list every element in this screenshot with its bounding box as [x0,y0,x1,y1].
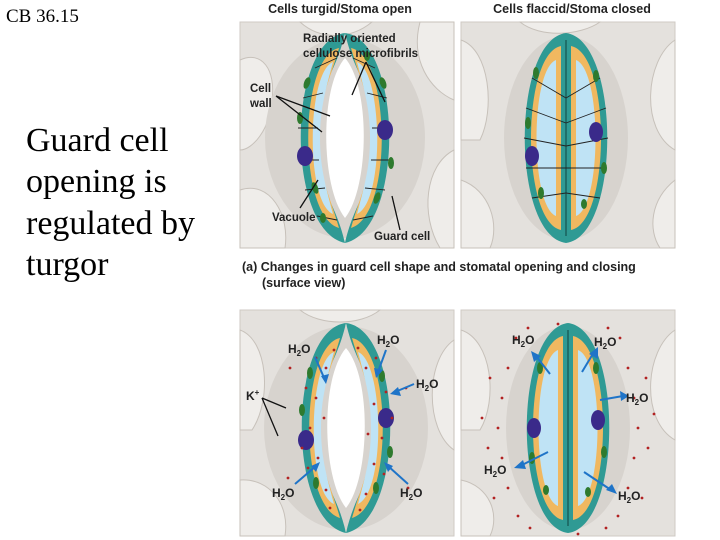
water-label: H2O [484,463,506,479]
panel-open-ions [239,309,455,537]
water-label: H2O [416,377,438,393]
svg-text:H2O: H2O [416,377,438,393]
figure-caption-line2: (surface view) [262,276,345,290]
guard-cell-pair-open [297,33,394,243]
slide-code: CB 36.15 [6,6,79,27]
water-label: H2O [272,486,294,502]
header-stoma-open: Cells turgid/Stoma open [268,2,412,16]
svg-text:H2O: H2O [512,333,534,349]
label-guard-cell: Guard cell [374,231,430,243]
svg-text:Cell: Cell [250,83,271,95]
guard-cell-pair-closed [523,33,609,243]
water-label: H2O [626,391,648,407]
figure-caption-line1: (a) Changes in guard cell shape and stom… [242,260,636,274]
svg-text:H2O: H2O [377,333,399,349]
water-label: H2O [400,486,422,502]
panel-closed-surface [460,21,676,249]
panel-open-surface [239,21,455,249]
water-label: H2O [594,335,616,351]
water-label: H2O [288,342,310,358]
svg-text:H2O: H2O [272,486,294,502]
label-microfibrils: Radially oriented cellulose microfibrils [303,33,418,60]
water-label: H2O [618,489,640,505]
svg-text:H2O: H2O [400,486,422,502]
svg-text:H2O: H2O [618,489,640,505]
label-cell-wall: Cell wall [249,83,272,110]
svg-text:Radially oriented: Radially oriented [303,33,396,45]
svg-text:H2O: H2O [484,463,506,479]
svg-text:cellulose microfibrils: cellulose microfibrils [303,48,418,60]
slide-title: Guard cell opening is regulated by turgo… [26,122,195,284]
svg-text:H2O: H2O [626,391,648,407]
guard-cell-pair-ion-loss [480,322,656,536]
svg-text:wall: wall [249,98,272,110]
svg-text:K+: K+ [246,388,260,403]
label-vacuole: Vacuole [272,212,315,224]
ion-label: K+ [246,388,260,403]
water-label: H2O [512,333,534,349]
svg-text:H2O: H2O [594,335,616,351]
water-label: H2O [377,333,399,349]
svg-text:H2O: H2O [288,342,310,358]
header-stoma-closed: Cells flaccid/Stoma closed [493,2,651,16]
panel-closed-ions [460,309,676,537]
